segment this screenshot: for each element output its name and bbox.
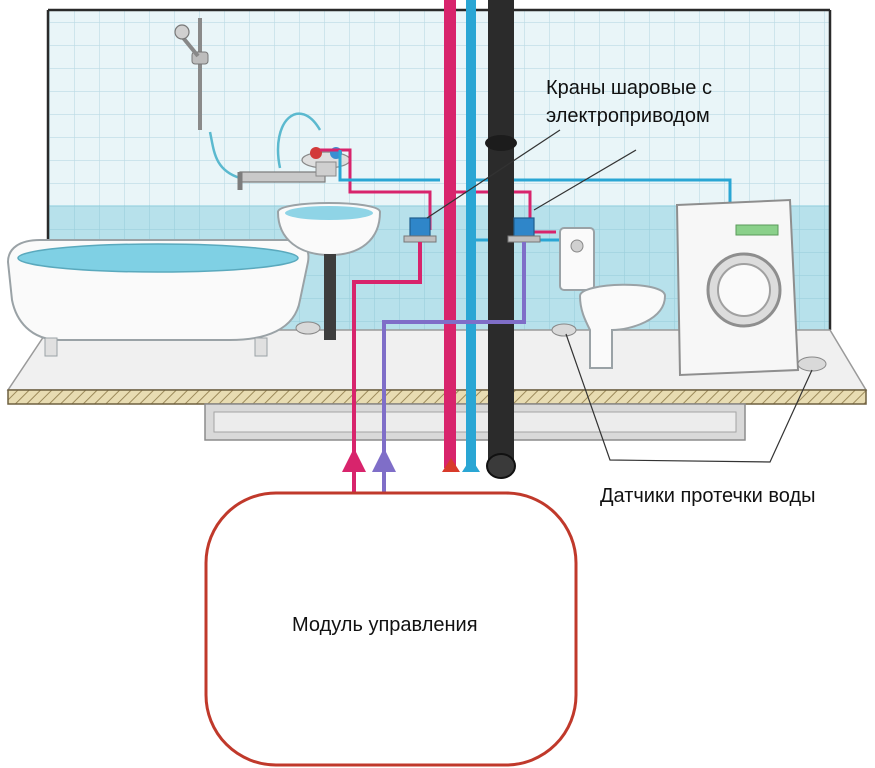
signal-wire-hot-valve (352, 242, 422, 495)
bathtub-icon (6, 239, 310, 357)
toilet-icon (559, 227, 667, 369)
leak-sensor-icon (295, 321, 321, 335)
flow-arrow-icon (342, 448, 480, 472)
sensors-callout-lines (565, 333, 813, 463)
control-module-label: Модуль управления (292, 614, 478, 636)
hot-water-riser (444, 0, 456, 468)
shower-icon (174, 18, 322, 180)
washing-machine-icon (675, 198, 800, 377)
leak-sensor-icon (551, 323, 577, 337)
leak-sensor-icon (797, 356, 827, 372)
drain-riser (485, 0, 517, 479)
cold-water-riser (466, 0, 476, 468)
sink-icon (276, 202, 382, 340)
control-module-box (204, 491, 578, 767)
signal-wire-cold-valve (382, 242, 526, 495)
valves-label: Краны шаровые с электроприводом (546, 77, 712, 127)
leak-sensors-label: Датчики протечки воды (600, 485, 816, 507)
valves-callout-lines (426, 129, 637, 219)
faucet-icon (237, 147, 351, 190)
